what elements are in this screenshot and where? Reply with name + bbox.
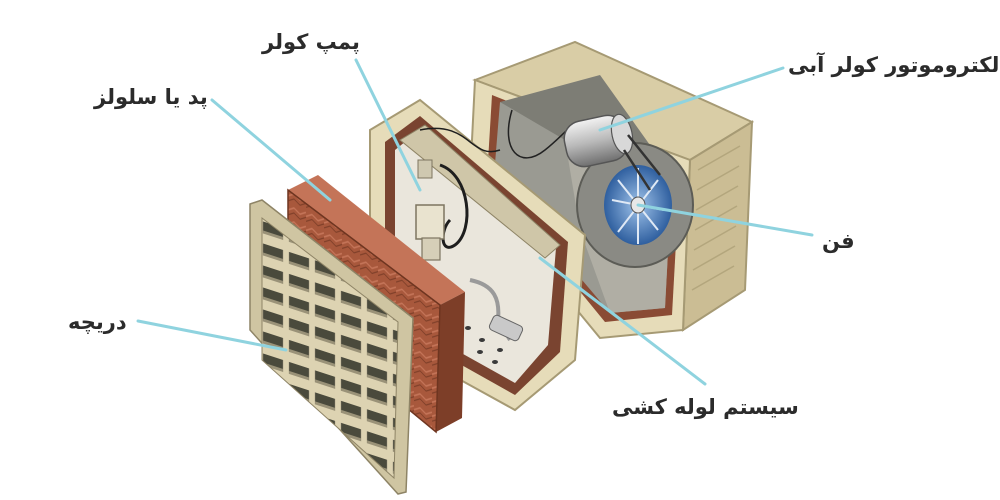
leader-motor xyxy=(598,66,785,132)
label-pad: پد یا سلولز xyxy=(94,85,208,109)
leader-pump xyxy=(354,58,422,192)
leader-fan xyxy=(636,203,814,237)
label-motor: الکتروموتور کولر آبی xyxy=(788,53,1000,77)
leader-piping xyxy=(538,256,707,386)
leader-pad xyxy=(210,98,332,202)
pump xyxy=(415,159,445,261)
label-pump: پمپ کولر xyxy=(262,30,360,54)
leader-grille xyxy=(136,319,288,352)
label-fan: فن xyxy=(822,229,855,253)
grille xyxy=(249,199,414,495)
label-grille: دریچه xyxy=(68,310,127,334)
label-piping: سیستم لوله کشی xyxy=(612,395,799,419)
